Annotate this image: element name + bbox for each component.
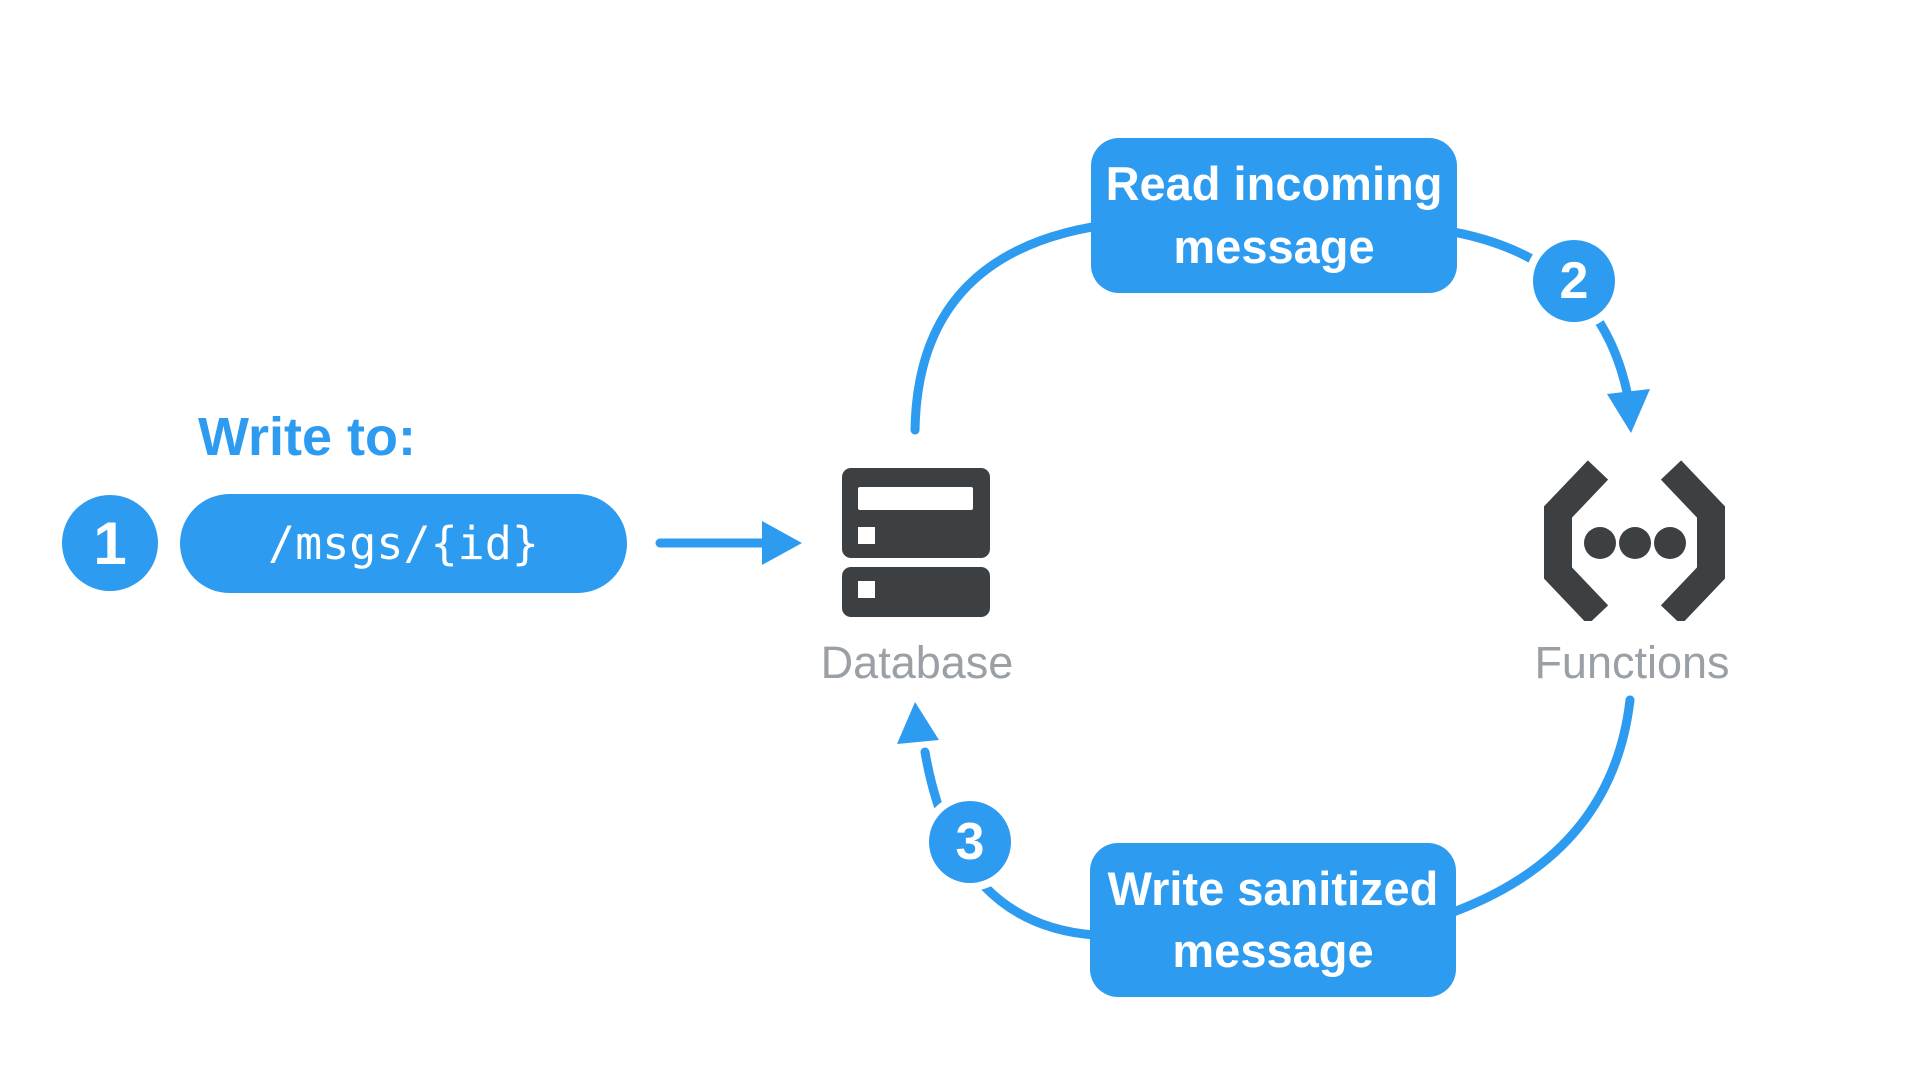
- arc-write-to-database: [920, 747, 1100, 940]
- read-incoming-message-box: Read incoming message: [1091, 138, 1457, 293]
- step-3-badge: 3: [929, 801, 1011, 883]
- functions-label: Functions: [1534, 637, 1730, 688]
- arrowhead-up-icon: [897, 702, 939, 744]
- arc-database-to-read: [910, 218, 1125, 435]
- read-box-line1: Read incoming: [1105, 157, 1443, 211]
- step-2-number: 2: [1559, 252, 1589, 310]
- step-2-badge: 2: [1533, 240, 1615, 322]
- step-1-number: 1: [93, 509, 127, 577]
- arc-functions-to-write: [1443, 695, 1635, 919]
- arrowhead-right-icon: [762, 521, 802, 565]
- write-box-line1: Write sanitized: [1107, 861, 1439, 915]
- step-1-badge: 1: [62, 495, 158, 591]
- database-server-icon: [842, 468, 990, 617]
- code-brackets-icon: [1544, 460, 1725, 621]
- arrowhead-down-icon: [1607, 389, 1650, 433]
- write-box-line2: message: [1172, 924, 1374, 977]
- read-box-line2: message: [1173, 219, 1375, 273]
- database-path-pill: /msgs/{id}: [180, 494, 627, 593]
- write-sanitized-message-box: Write sanitized message: [1090, 843, 1456, 997]
- database-label: Database: [820, 637, 1014, 688]
- step-3-number: 3: [955, 813, 985, 871]
- write-to-label: Write to:: [198, 407, 416, 467]
- database-path-value: /msgs/{id}: [268, 517, 539, 570]
